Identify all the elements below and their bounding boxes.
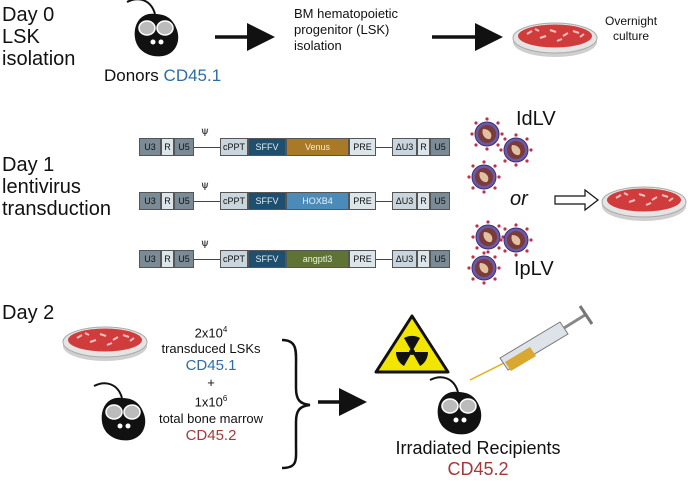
vector-backbone-line xyxy=(194,147,220,148)
psi-packaging-signal: ψ xyxy=(201,238,209,249)
petri-dish-icon xyxy=(62,326,148,362)
day1-subtitle-line1: lentivirus xyxy=(2,176,81,198)
virus-icon xyxy=(466,159,502,195)
virus-icon xyxy=(498,132,534,168)
vector-element-u5: U5 xyxy=(174,250,194,268)
virus-icon xyxy=(498,222,534,258)
vector-element-u5: U5 xyxy=(174,138,194,156)
petri-dish-icon xyxy=(512,22,598,58)
lsk-count: 2x104 xyxy=(194,325,228,341)
lsk-cd: CD45.1 xyxy=(185,357,237,375)
overnight-culture-text: Overnight culture xyxy=(605,14,658,43)
donor-mouse-icon xyxy=(126,0,180,58)
donors-cd: CD45.1 xyxy=(163,66,222,85)
virus-icon xyxy=(470,219,506,255)
vector-element-u3: U3 xyxy=(139,192,161,210)
psi-packaging-signal: ψ xyxy=(201,126,209,137)
vector-element-cargo: Venus xyxy=(286,138,349,156)
vector-element-u3: U3 xyxy=(139,250,161,268)
radiation-hazard-icon xyxy=(374,314,450,374)
day2-label: Day 2 xyxy=(2,302,54,324)
plus-sign: + xyxy=(207,375,215,391)
day1-label: Day 1 lentivirus transduction xyxy=(2,154,111,220)
vector-backbone-line xyxy=(376,147,392,148)
bm-cd: CD45.2 xyxy=(185,426,237,444)
brace-icon xyxy=(281,338,311,470)
vector-element-du3: ΔU3 xyxy=(392,250,417,268)
or-label: or xyxy=(510,188,528,210)
vector-element-pre: PRE xyxy=(349,192,376,210)
day2-title: Day 2 xyxy=(2,302,55,324)
vector-element-u5: U5 xyxy=(430,138,450,156)
vector-element-du3: ΔU3 xyxy=(392,192,417,210)
recipients-label: Irradiated Recipients CD45.2 xyxy=(378,438,578,480)
bm-label: total bone marrow xyxy=(158,410,264,426)
day0-subtitle-line2: isolation xyxy=(2,48,76,70)
vector-element-u5: U5 xyxy=(430,250,450,268)
psi-packaging-signal: ψ xyxy=(201,180,209,191)
vector-element-r: R xyxy=(417,138,430,156)
day1-subtitle-line2: transduction xyxy=(2,198,111,220)
vector-backbone-line xyxy=(376,201,392,202)
day0-subtitle-line1: LSK xyxy=(2,26,40,48)
recipient-mouse-icon xyxy=(429,376,483,436)
lsk-label: transduced LSKs xyxy=(161,341,261,357)
vector-element-r: R xyxy=(161,250,174,268)
day1-title: Day 1 xyxy=(2,154,55,176)
vector-backbone-line xyxy=(376,259,392,260)
day0-label: Day 0 LSK isolation xyxy=(2,4,75,70)
vector-element-sffv: SFFV xyxy=(248,138,286,156)
vector-backbone-line xyxy=(194,201,220,202)
bm-donor-mouse-icon xyxy=(93,382,147,442)
vector-element-cppt: cPPT xyxy=(220,192,248,210)
vector-element-cargo: angptl3 xyxy=(286,250,349,268)
donors-label: Donors CD45.1 xyxy=(104,66,222,85)
vector-element-r: R xyxy=(417,250,430,268)
day0-title: Day 0 xyxy=(2,4,55,26)
vector-element-cppt: cPPT xyxy=(220,138,248,156)
vector-element-du3: ΔU3 xyxy=(392,138,417,156)
bm-count: 1x106 xyxy=(194,394,228,410)
isolation-step-text: BM hematopoietic progenitor (LSK) isolat… xyxy=(294,6,399,53)
vector-element-sffv: SFFV xyxy=(248,192,286,210)
vector-element-r: R xyxy=(161,192,174,210)
vector-element-u3: U3 xyxy=(139,138,161,156)
idlv-label: IdLV xyxy=(516,108,556,130)
petri-dish-icon xyxy=(601,186,687,222)
vector-element-cargo: HOXB4 xyxy=(286,192,349,210)
vector-element-sffv: SFFV xyxy=(248,250,286,268)
vector-element-r: R xyxy=(161,138,174,156)
vector-element-r: R xyxy=(417,192,430,210)
recipients-cd: CD45.2 xyxy=(447,459,509,479)
cell-mix-text: 2x104 transduced LSKs CD45.1 + 1x106 tot… xyxy=(146,322,276,445)
hollow-arrow-icon xyxy=(554,188,599,212)
vector-element-pre: PRE xyxy=(349,250,376,268)
virus-icon xyxy=(466,250,502,286)
vector-element-u5: U5 xyxy=(430,192,450,210)
syringe-icon xyxy=(469,305,594,381)
iplv-label: IpLV xyxy=(514,258,554,280)
vector-element-pre: PRE xyxy=(349,138,376,156)
vector-backbone-line xyxy=(194,259,220,260)
vector-element-cppt: cPPT xyxy=(220,250,248,268)
vector-element-u5: U5 xyxy=(174,192,194,210)
virus-icon xyxy=(469,116,505,152)
